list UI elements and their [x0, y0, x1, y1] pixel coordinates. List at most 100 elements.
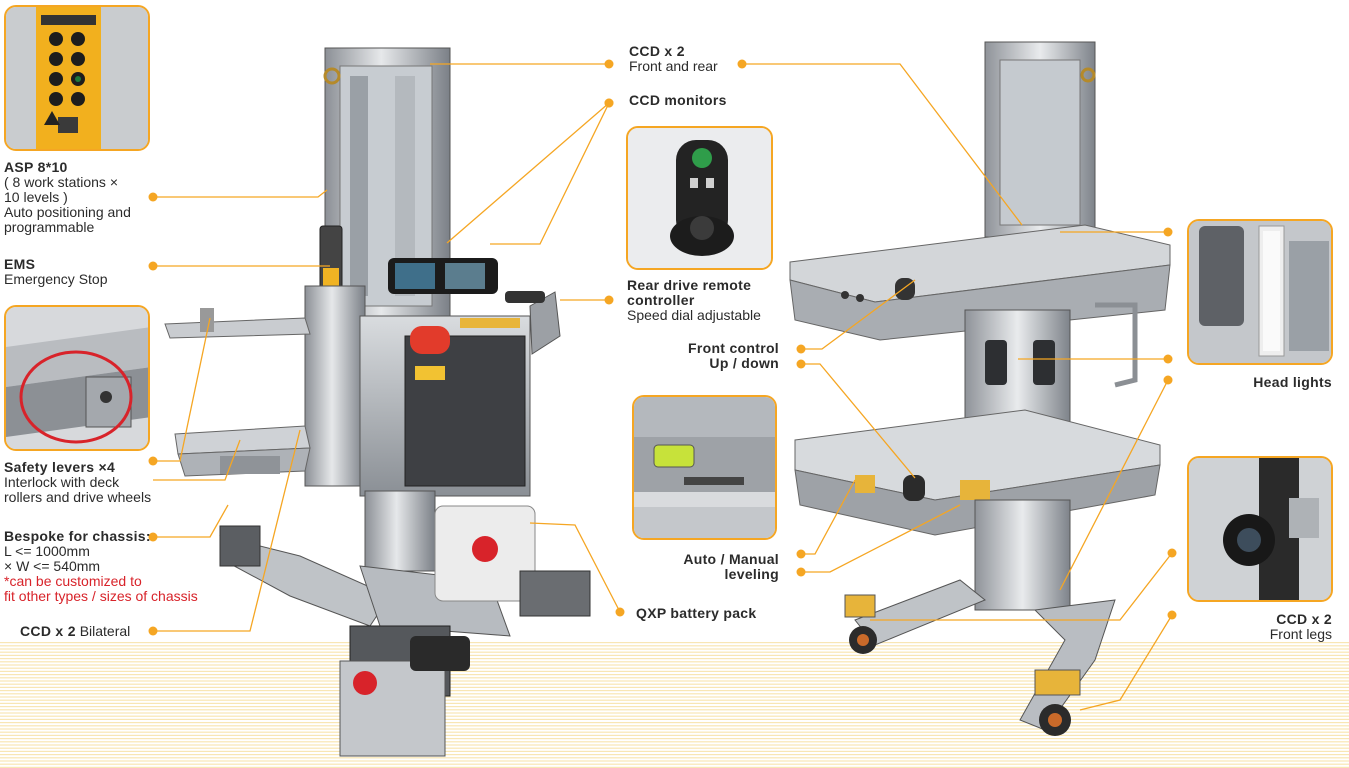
ccd-bilateral-title: CCD x 2 [20, 623, 76, 639]
background-stripe [0, 757, 1349, 759]
qxp-battery-title: QXP battery pack [636, 605, 757, 621]
background-stripe [0, 712, 1349, 714]
safety-levers-line-2: rollers and drive wheels [4, 489, 152, 505]
background-stripe [0, 715, 1349, 717]
ccd-monitors-label: CCD monitors [629, 93, 727, 108]
background-stripe [0, 763, 1349, 765]
rear-remote-controller-inset [626, 126, 773, 270]
safety-levers-title: Safety levers ×4 [4, 459, 116, 475]
background-stripe [0, 718, 1349, 720]
background-stripe [0, 709, 1349, 711]
ccd-monitors-title: CCD monitors [629, 92, 727, 108]
callout-dot-qxp-battery [615, 607, 625, 617]
bespoke-chassis-line-2: × W <= 540mm [4, 558, 101, 574]
callout-dot-ems [148, 261, 158, 271]
ccd-front-rear-label: CCD x 2 Front and rear [629, 44, 718, 74]
callout-dot-asp [148, 192, 158, 202]
asp-line-2: 10 levels ) [4, 189, 68, 205]
ccd-bilateral-label: CCD x 2 Bilateral [20, 624, 130, 639]
head-lights-inset [1187, 219, 1333, 365]
bespoke-chassis-label: Bespoke for chassis: L <= 1000mm × W <= … [4, 529, 198, 604]
callout-dot-ccd-front-rear [604, 59, 614, 69]
bespoke-chassis-note-1: *can be customized to [4, 573, 142, 589]
asp-line-3: Auto positioning and [4, 204, 131, 220]
bespoke-chassis-line-1: L <= 1000mm [4, 543, 90, 559]
leveling-gauge-inset [632, 395, 777, 540]
rear-remote-title-1: Rear drive remote [627, 277, 752, 293]
ccd-front-legs-label: CCD x 2 Front legs [1270, 612, 1332, 642]
ccd-front-legs-desc: Front legs [1269, 626, 1332, 642]
background-stripe [0, 677, 1349, 679]
background-stripe [0, 728, 1349, 730]
background-stripe [0, 738, 1349, 740]
safety-lever-inset [4, 305, 150, 451]
auto-manual-label: Auto / Manual leveling [683, 552, 779, 582]
background-stripe [0, 747, 1349, 749]
background-stripe [0, 702, 1349, 704]
rear-remote-label: Rear drive remote controller Speed dial … [627, 278, 761, 323]
asp-line-4: programmable [4, 219, 95, 235]
callout-dot-ccd-front-rear-right [737, 59, 747, 69]
qxp-battery-label: QXP battery pack [636, 606, 756, 621]
background-stripe [0, 690, 1349, 692]
background-stripe [0, 760, 1349, 762]
bespoke-chassis-title: Bespoke for chassis: [4, 528, 151, 544]
background-stripe [0, 744, 1349, 746]
asp-keypad-inset [4, 5, 150, 151]
background-stripe [0, 651, 1349, 653]
background-stripe [0, 658, 1349, 660]
background-stripe [0, 766, 1349, 768]
callout-dot-rear-remote [604, 295, 614, 305]
background-stripe [0, 696, 1349, 698]
head-lights-label: Head lights [1253, 375, 1332, 390]
background-stripe [0, 670, 1349, 672]
background-stripes [0, 642, 1349, 768]
background-stripe [0, 654, 1349, 656]
right-machine-photo [785, 40, 1175, 750]
ccd-front-legs-inset [1187, 456, 1333, 602]
bespoke-chassis-note-2: fit other types / sizes of chassis [4, 588, 198, 604]
background-stripe [0, 645, 1349, 647]
background-stripe [0, 693, 1349, 695]
background-stripe [0, 674, 1349, 676]
ccd-bilateral-desc: Bilateral [79, 623, 131, 639]
callout-dot-ccd-monitors-b [604, 98, 614, 108]
ccd-front-rear-title: CCD x 2 [629, 43, 685, 59]
background-stripe [0, 680, 1349, 682]
background-stripe [0, 642, 1349, 644]
head-lights-title: Head lights [1253, 374, 1332, 390]
background-stripe [0, 741, 1349, 743]
rear-remote-desc: Speed dial adjustable [627, 307, 761, 323]
background-stripe [0, 731, 1349, 733]
background-stripe [0, 648, 1349, 650]
background-stripe [0, 754, 1349, 756]
asp-line-1: ( 8 work stations × [4, 174, 118, 190]
ccd-front-rear-desc: Front and rear [629, 58, 718, 74]
background-stripe [0, 750, 1349, 752]
background-stripe [0, 667, 1349, 669]
background-stripe [0, 734, 1349, 736]
ems-desc: Emergency Stop [4, 271, 108, 287]
ems-label: EMS Emergency Stop [4, 257, 108, 287]
front-control-label: Front control Up / down [688, 341, 779, 371]
callout-dot-ccd-monitors-a [604, 98, 614, 108]
safety-levers-label: Safety levers ×4 Interlock with deck rol… [4, 460, 151, 505]
background-stripe [0, 686, 1349, 688]
ccd-front-legs-title: CCD x 2 [1276, 611, 1332, 627]
auto-manual-line-1: Auto / Manual [683, 551, 779, 567]
auto-manual-line-2: leveling [724, 566, 779, 582]
left-machine-photo [160, 36, 600, 761]
background-stripe [0, 699, 1349, 701]
background-stripe [0, 661, 1349, 663]
front-control-title: Front control [688, 340, 779, 356]
safety-levers-line-1: Interlock with deck [4, 474, 120, 490]
asp-label: ASP 8*10 ( 8 work stations × 10 levels )… [4, 160, 131, 235]
callout-dot-ccd-bilateral [148, 626, 158, 636]
front-control-desc: Up / down [709, 355, 779, 371]
background-stripe [0, 725, 1349, 727]
rear-remote-title-2: controller [627, 292, 695, 308]
background-stripe [0, 706, 1349, 708]
asp-title: ASP 8*10 [4, 159, 68, 175]
background-stripe [0, 722, 1349, 724]
background-stripe [0, 664, 1349, 666]
